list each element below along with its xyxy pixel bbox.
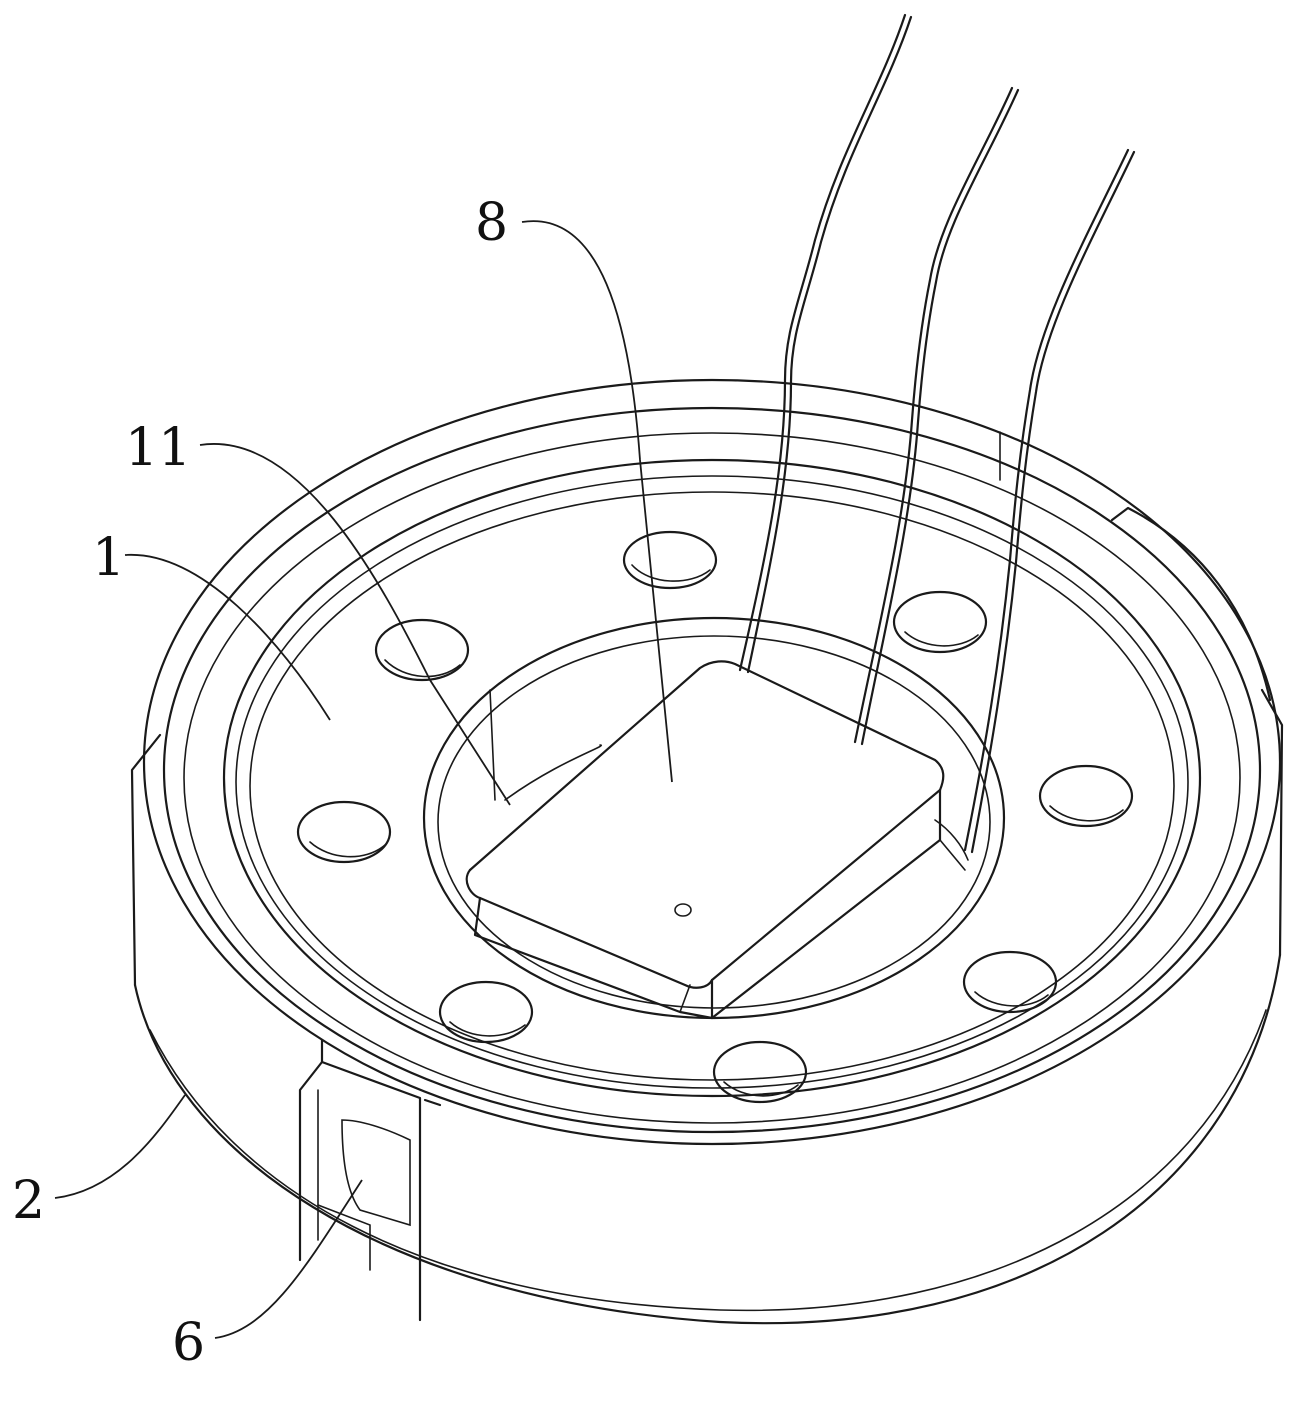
bolt-hole	[1038, 764, 1134, 828]
inner-ring	[222, 458, 1202, 1098]
sensor-block	[465, 660, 969, 1020]
bolt-hole	[892, 590, 988, 654]
lead-wires	[738, 13, 1136, 854]
bolt-hole	[622, 530, 718, 590]
label-1: 1	[92, 528, 125, 588]
label-8: 8	[475, 193, 508, 253]
bolt-hole	[438, 980, 534, 1044]
outer-housing	[130, 378, 1284, 1325]
reference-numerals: 8 11 1 2 6	[12, 193, 508, 1373]
bolt-holes	[296, 530, 1134, 1104]
bolt-hole	[712, 1040, 808, 1104]
label-6: 6	[172, 1313, 205, 1373]
bolt-hole	[296, 800, 392, 864]
label-11: 11	[125, 418, 191, 478]
leader-lines	[54, 220, 673, 1339]
label-2: 2	[12, 1171, 45, 1231]
bolt-hole	[962, 950, 1058, 1014]
bolt-hole	[374, 618, 470, 682]
side-slot	[298, 1038, 442, 1322]
inner-recess	[422, 616, 1006, 1020]
